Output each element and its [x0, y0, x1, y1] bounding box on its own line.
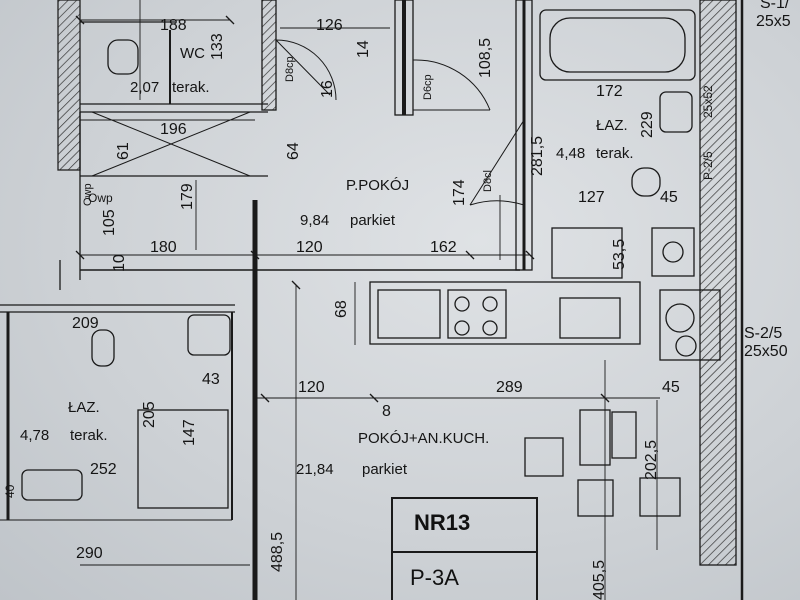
- dim-289: 289: [496, 379, 523, 396]
- code-s17: S-1/: [760, 0, 790, 12]
- dim-64: 64: [285, 142, 302, 160]
- code-owp-text: Owp: [88, 191, 113, 205]
- code-d8cl: D8cl: [482, 169, 494, 192]
- dim-180: 180: [150, 239, 177, 256]
- washing-machine: [551, 227, 623, 279]
- dim-174: 174: [451, 179, 468, 206]
- toilet-right: [631, 167, 661, 197]
- cooktop: [447, 289, 507, 339]
- boiler: [651, 227, 695, 277]
- room-living-finish: parkiet: [362, 461, 408, 478]
- sink-left: [187, 314, 231, 356]
- shaft-right: [659, 289, 721, 361]
- dim-8: 8: [382, 403, 391, 420]
- unit-number: NR13: [414, 510, 471, 535]
- wall-door-jamb: [261, 0, 277, 111]
- chair-b: [577, 479, 614, 517]
- dim-61: 61: [115, 142, 132, 160]
- shower-tray: [137, 409, 229, 509]
- door-swing-d6cp: [412, 59, 491, 111]
- chair-c: [639, 477, 681, 517]
- wc-toilet: [107, 39, 139, 75]
- chair-a: [524, 437, 564, 477]
- room-bath-left-area: 4,78: [20, 427, 50, 444]
- dim-205: 205: [141, 401, 158, 428]
- dim-229: 229: [639, 111, 656, 138]
- dim-179: 179: [179, 183, 196, 210]
- room-hall-area: 9,84: [300, 212, 330, 229]
- dim-133: 133: [209, 33, 226, 60]
- shaft-cross: [91, 111, 251, 177]
- dim-10: 10: [111, 254, 128, 272]
- room-bath-left-finish: terak.: [70, 427, 108, 444]
- dim-188: 188: [160, 17, 187, 34]
- dim-126: 126: [316, 17, 343, 34]
- kitchen-sink: [377, 289, 441, 339]
- dim-120-a: 120: [296, 239, 323, 256]
- room-bath-right-area: 4,48: [556, 145, 586, 162]
- dim-290: 290: [76, 545, 103, 562]
- code-p25: P-2/5: [701, 151, 715, 180]
- sink-right: [659, 91, 693, 133]
- dim-252: 252: [90, 461, 117, 478]
- dim-45-b: 45: [662, 379, 680, 396]
- dim-127: 127: [578, 189, 605, 206]
- room-wc-area: 2,07: [130, 79, 160, 96]
- dim-105: 105: [101, 209, 118, 236]
- dim-53-5: 53,5: [611, 238, 628, 270]
- dim-68: 68: [333, 300, 350, 318]
- kitchen-counter: [369, 281, 641, 345]
- code-d8cp: D8cp: [284, 56, 296, 82]
- dim-162: 162: [430, 239, 457, 256]
- dim-40: 40: [3, 484, 17, 498]
- dim-108-5: 108,5: [477, 37, 494, 78]
- washbasin-left: [21, 469, 83, 501]
- room-bath-right-name: ŁAZ.: [596, 117, 628, 134]
- dining-table: [579, 409, 611, 466]
- dim-172: 172: [596, 83, 623, 100]
- code-25x5-top: 25x5: [756, 13, 791, 30]
- unit-type: P-3A: [410, 565, 459, 590]
- code-25x52: 25x52: [701, 85, 715, 118]
- wall-wc-left: [57, 0, 81, 171]
- dim-196: 196: [160, 121, 187, 138]
- dim-488-5: 488,5: [269, 531, 286, 572]
- dim-16: 16: [319, 80, 336, 98]
- dim-405-5: 405,5: [591, 559, 608, 600]
- dim-209: 209: [72, 315, 99, 332]
- room-living-name: POKÓJ+AN.KUCH.: [358, 430, 490, 447]
- dim-45-a: 45: [660, 189, 678, 206]
- dim-14: 14: [355, 40, 372, 58]
- door-swing-d8cl: [469, 119, 525, 206]
- chair-d: [611, 411, 637, 459]
- wall-right-outer: [699, 0, 737, 566]
- door-swing-d8cp: [275, 39, 337, 101]
- room-living-area: 21,84: [296, 461, 334, 478]
- code-d6cp: D6cp: [422, 74, 434, 100]
- dim-43: 43: [202, 371, 220, 388]
- bathtub: [539, 9, 696, 81]
- code-s25: S-2/5: [744, 325, 783, 342]
- dim-202-5: 202,5: [643, 439, 660, 480]
- room-bath-left-name: ŁAZ.: [68, 399, 100, 416]
- code-25x50: 25x50: [744, 343, 788, 360]
- room-hall-name: P.POKÓJ: [346, 177, 410, 194]
- room-wc-name: WC: [180, 45, 205, 62]
- room-bath-right-finish: terak.: [596, 145, 634, 162]
- dim-281-5: 281,5: [529, 135, 546, 176]
- room-hall-finish: parkiet: [350, 212, 396, 229]
- dim-147: 147: [181, 419, 198, 446]
- toilet-left: [91, 329, 115, 367]
- room-wc-finish: terak.: [172, 79, 210, 96]
- dim-120-b: 120: [298, 379, 325, 396]
